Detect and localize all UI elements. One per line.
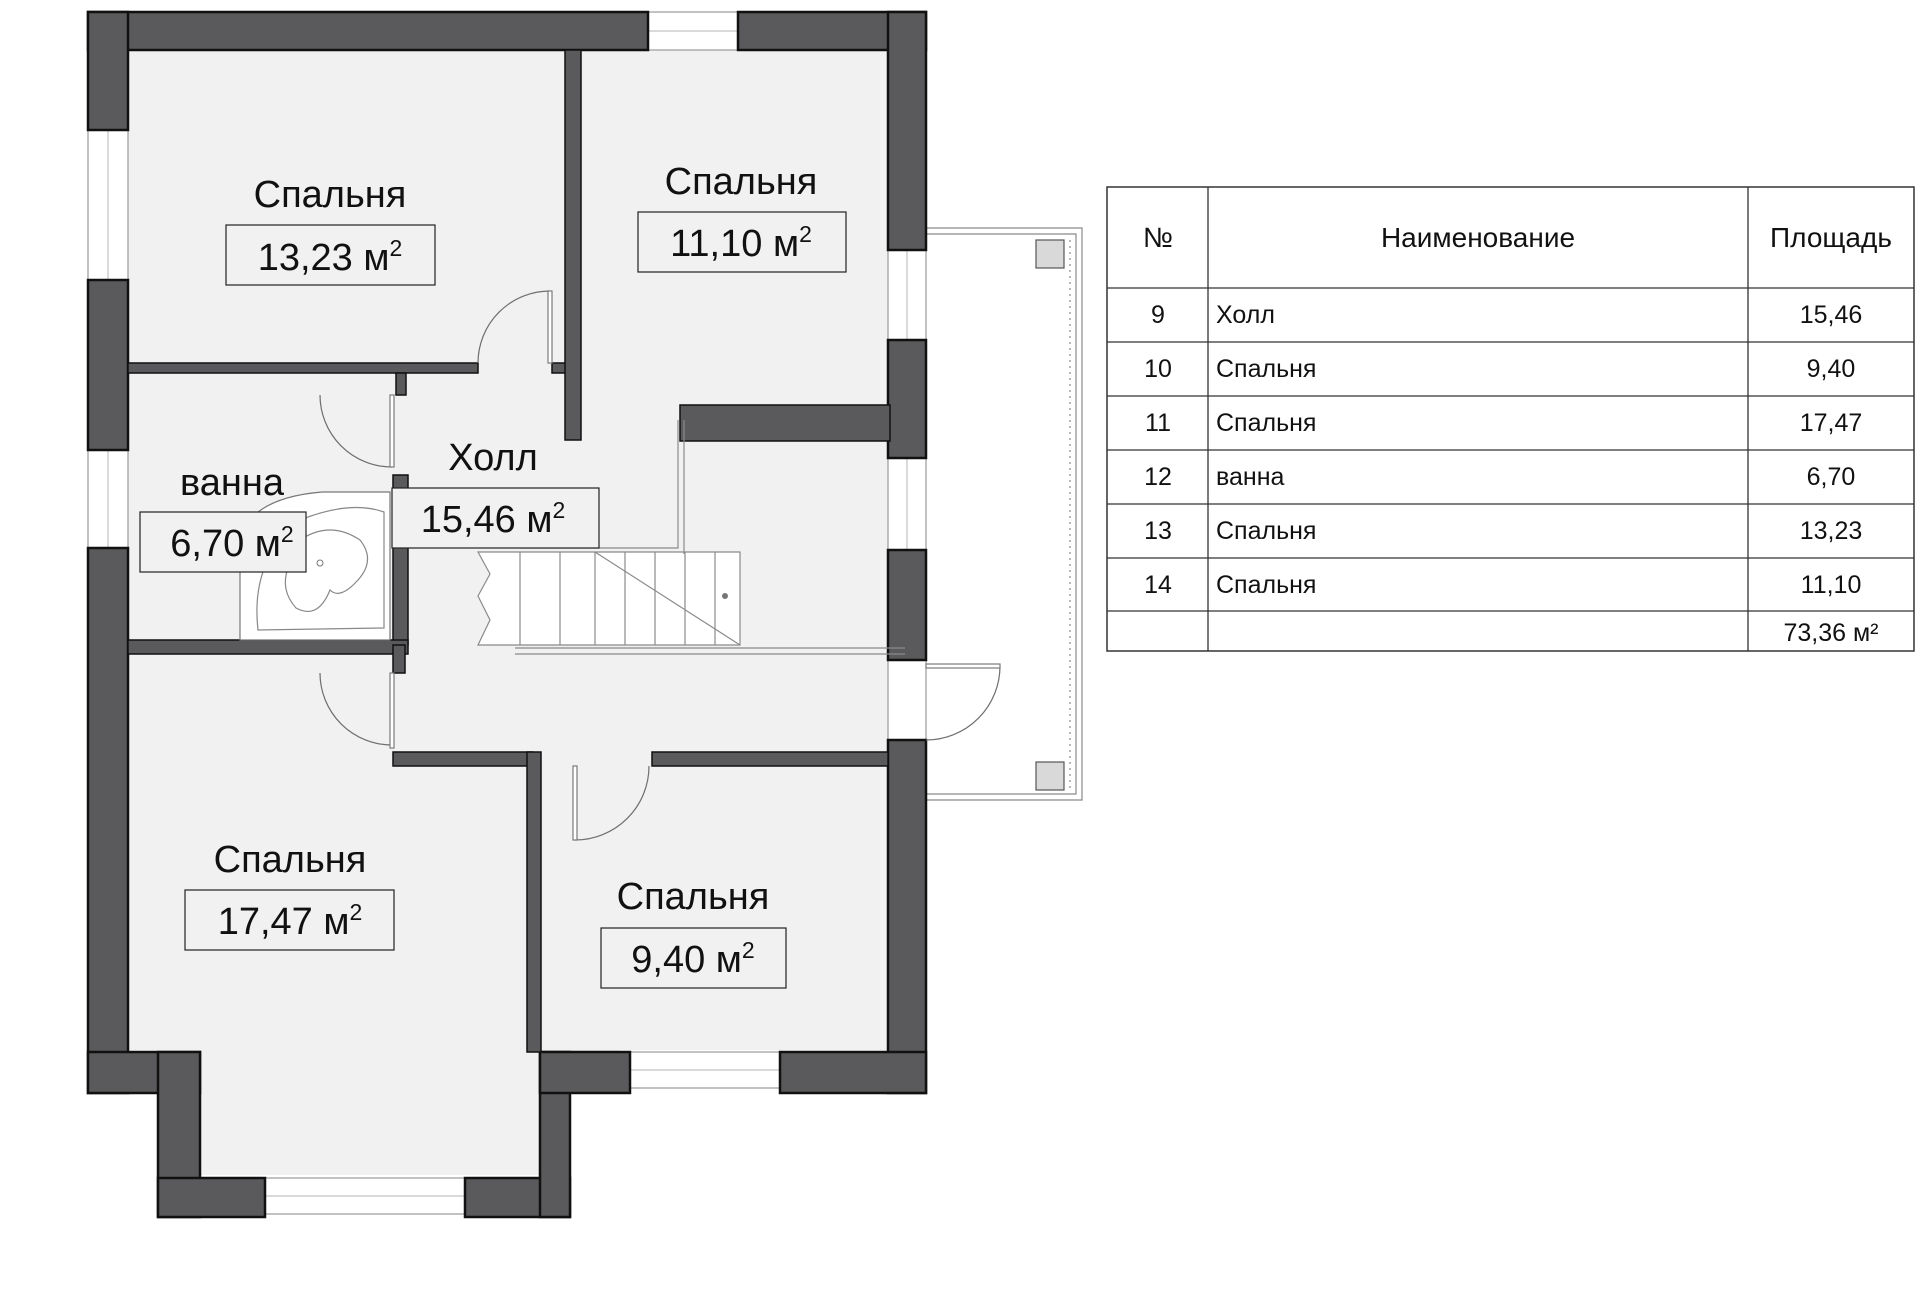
room-area: 6,70 м2	[170, 521, 293, 565]
table-cell-area: 13,23	[1800, 517, 1863, 545]
room-label-bedroom-17: Спальня 17,47 м2	[184, 839, 395, 951]
table-row: 12 ванна 6,70	[1144, 463, 1855, 491]
table-row: 10 Спальня 9,40	[1144, 355, 1855, 383]
balcony-post	[1035, 239, 1065, 269]
table-cell-area: 15,46	[1800, 301, 1863, 329]
room-area: 13,23 м2	[258, 235, 403, 279]
area-box	[184, 889, 395, 951]
table-cell-num: 12	[1144, 463, 1172, 491]
area-box	[139, 511, 307, 573]
table-row: 13 Спальня 13,23	[1144, 517, 1862, 545]
room-label-bedroom-13: Спальня 13,23 м2	[225, 174, 436, 286]
table-header-area: Площадь	[1770, 222, 1892, 253]
table-total: 73,36 м²	[1783, 619, 1878, 647]
room-label-bedroom-9: Спальня 9,40 м2	[600, 876, 787, 989]
area-box	[600, 927, 787, 989]
room-name: Спальня	[254, 174, 407, 216]
area-box	[637, 211, 847, 273]
room-label-bath: ванна 6,70 м2	[139, 462, 307, 573]
room-label-hall: Холл 15,46 м2	[391, 437, 600, 549]
table-header-name: Наименование	[1381, 222, 1575, 253]
room-name: Спальня	[665, 161, 818, 203]
table-row: 11 Спальня 17,47	[1145, 409, 1862, 437]
table-cell-area: 9,40	[1807, 355, 1856, 383]
area-box	[391, 487, 600, 549]
balcony-door-opening	[887, 659, 927, 741]
balcony	[926, 227, 1083, 801]
table-cell-area: 6,70	[1807, 463, 1856, 491]
table-row: 14 Спальня 11,10	[1144, 571, 1861, 599]
staircase	[476, 420, 905, 655]
area-box	[225, 224, 436, 286]
room-area: 9,40 м2	[631, 937, 754, 981]
table-cell-num: 13	[1144, 517, 1172, 545]
door-swing	[925, 665, 1001, 741]
door-swing	[574, 765, 650, 841]
room-name: Спальня	[214, 839, 367, 881]
room-name: Холл	[448, 437, 538, 479]
door-swing	[477, 290, 551, 364]
room-name: Спальня	[617, 876, 770, 918]
table-cell-area: 11,10	[1801, 571, 1862, 599]
table-cell-num: 14	[1144, 571, 1172, 599]
room-area: 17,47 м2	[218, 899, 363, 943]
room-name: ванна	[180, 462, 285, 504]
table-cell-name: Спальня	[1216, 355, 1316, 383]
table-cell-name: Спальня	[1216, 571, 1316, 599]
table-cell-name: Спальня	[1216, 517, 1316, 545]
table-cell-num: 10	[1144, 355, 1172, 383]
door-swing	[319, 672, 393, 746]
door-swing	[319, 394, 393, 468]
area-table: № Наименование Площадь 9 Холл 15,46 10 С…	[1106, 186, 1915, 652]
table-cell-name: Спальня	[1216, 409, 1316, 437]
table-cell-num: 9	[1151, 301, 1165, 329]
balcony-post	[1035, 761, 1065, 791]
table-cell-num: 11	[1145, 409, 1171, 437]
table-cell-area: 17,47	[1800, 409, 1863, 437]
exterior-walls	[86, 10, 928, 1219]
table-row: 9 Холл 15,46	[1151, 301, 1862, 329]
table-cell-name: ванна	[1216, 463, 1285, 491]
room-area: 11,10 м2	[670, 221, 812, 265]
table-cell-name: Холл	[1216, 301, 1275, 329]
room-area: 15,46 м2	[421, 497, 566, 541]
table-header-num: №	[1143, 222, 1173, 253]
doors	[319, 290, 1001, 841]
room-label-bedroom-11: Спальня 11,10 м2	[637, 161, 847, 273]
